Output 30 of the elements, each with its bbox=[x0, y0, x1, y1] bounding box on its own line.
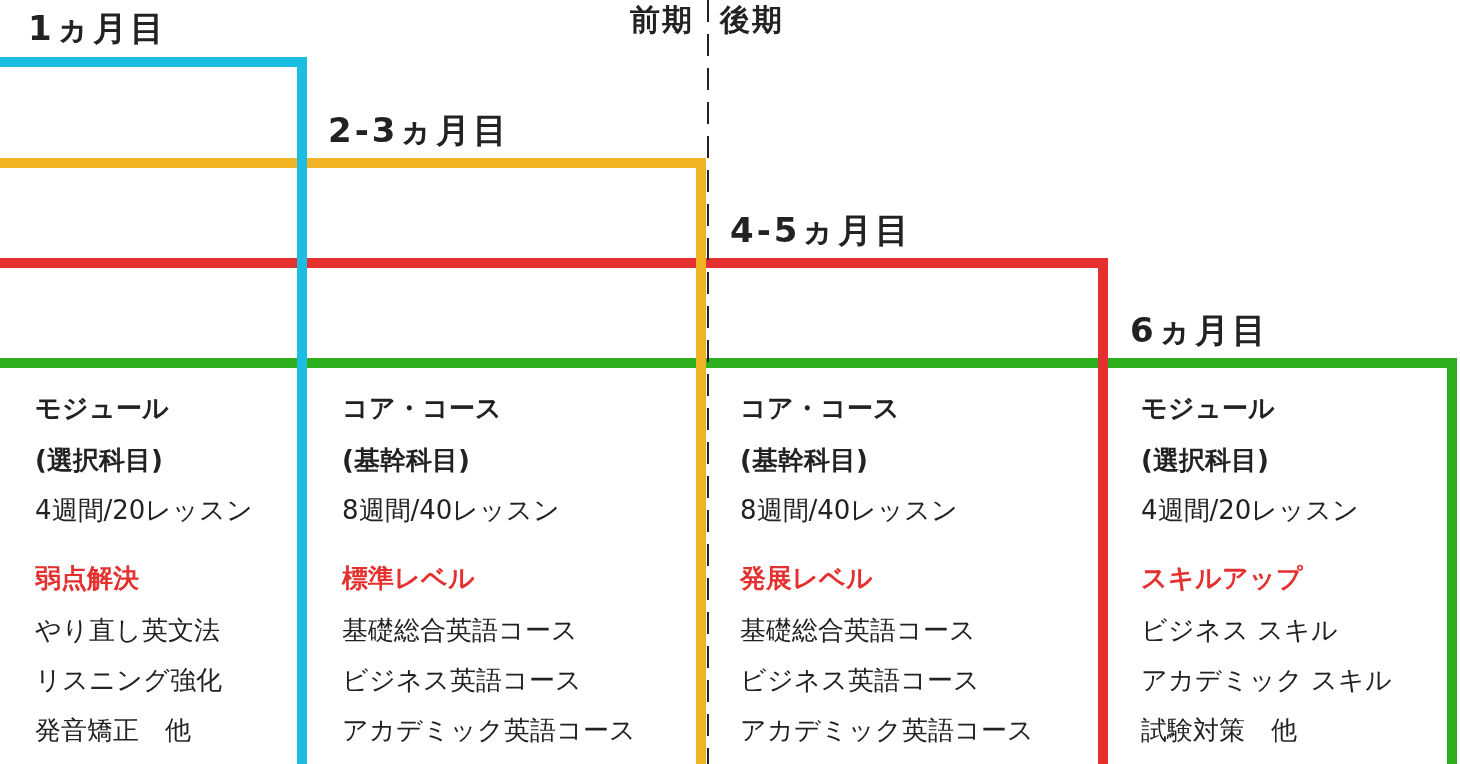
course-duration: 4週間/20レッスン bbox=[35, 494, 254, 527]
course-item: 試験対策 他 bbox=[1141, 714, 1297, 747]
course-item: アカデミック英語コース bbox=[740, 714, 1034, 747]
course-duration: 8週間/40レッスン bbox=[740, 494, 959, 527]
month-heading: 6ヵ月目 bbox=[1130, 310, 1269, 350]
course-title: コア・コース (基幹科目) bbox=[342, 392, 503, 477]
course-duration: 8週間/40レッスン bbox=[342, 494, 561, 527]
level-heading: 標準レベル bbox=[342, 562, 475, 595]
course-title: コア・コース (基幹科目) bbox=[740, 392, 901, 477]
level-heading: スキルアップ bbox=[1141, 562, 1303, 595]
course-item: 基礎総合英語コース bbox=[740, 614, 976, 647]
level-heading: 弱点解決 bbox=[35, 562, 139, 595]
course-title: モジュール (選択科目) bbox=[1141, 392, 1276, 477]
course-item: リスニング強化 bbox=[35, 664, 222, 697]
course-item: 基礎総合英語コース bbox=[342, 614, 578, 647]
course-item: アカデミック英語コース bbox=[342, 714, 636, 747]
course-title: モジュール (選択科目) bbox=[35, 392, 170, 477]
phase-label: 後期 bbox=[720, 2, 784, 38]
month-heading: 2-3ヵ月目 bbox=[328, 110, 511, 150]
month-heading: 1ヵ月目 bbox=[28, 8, 167, 48]
course-item: やり直し英文法 bbox=[35, 614, 220, 647]
course-duration: 4週間/20レッスン bbox=[1141, 494, 1360, 527]
phase-label: 前期 bbox=[630, 2, 694, 38]
course-item: アカデミック スキル bbox=[1141, 664, 1393, 697]
month-heading: 4-5ヵ月目 bbox=[730, 210, 913, 250]
course-item: ビジネス スキル bbox=[1141, 614, 1339, 647]
level-heading: 発展レベル bbox=[740, 562, 873, 595]
course-item: ビジネス英語コース bbox=[740, 664, 980, 697]
course-item: 発音矯正 他 bbox=[35, 714, 191, 747]
course-item: ビジネス英語コース bbox=[342, 664, 582, 697]
